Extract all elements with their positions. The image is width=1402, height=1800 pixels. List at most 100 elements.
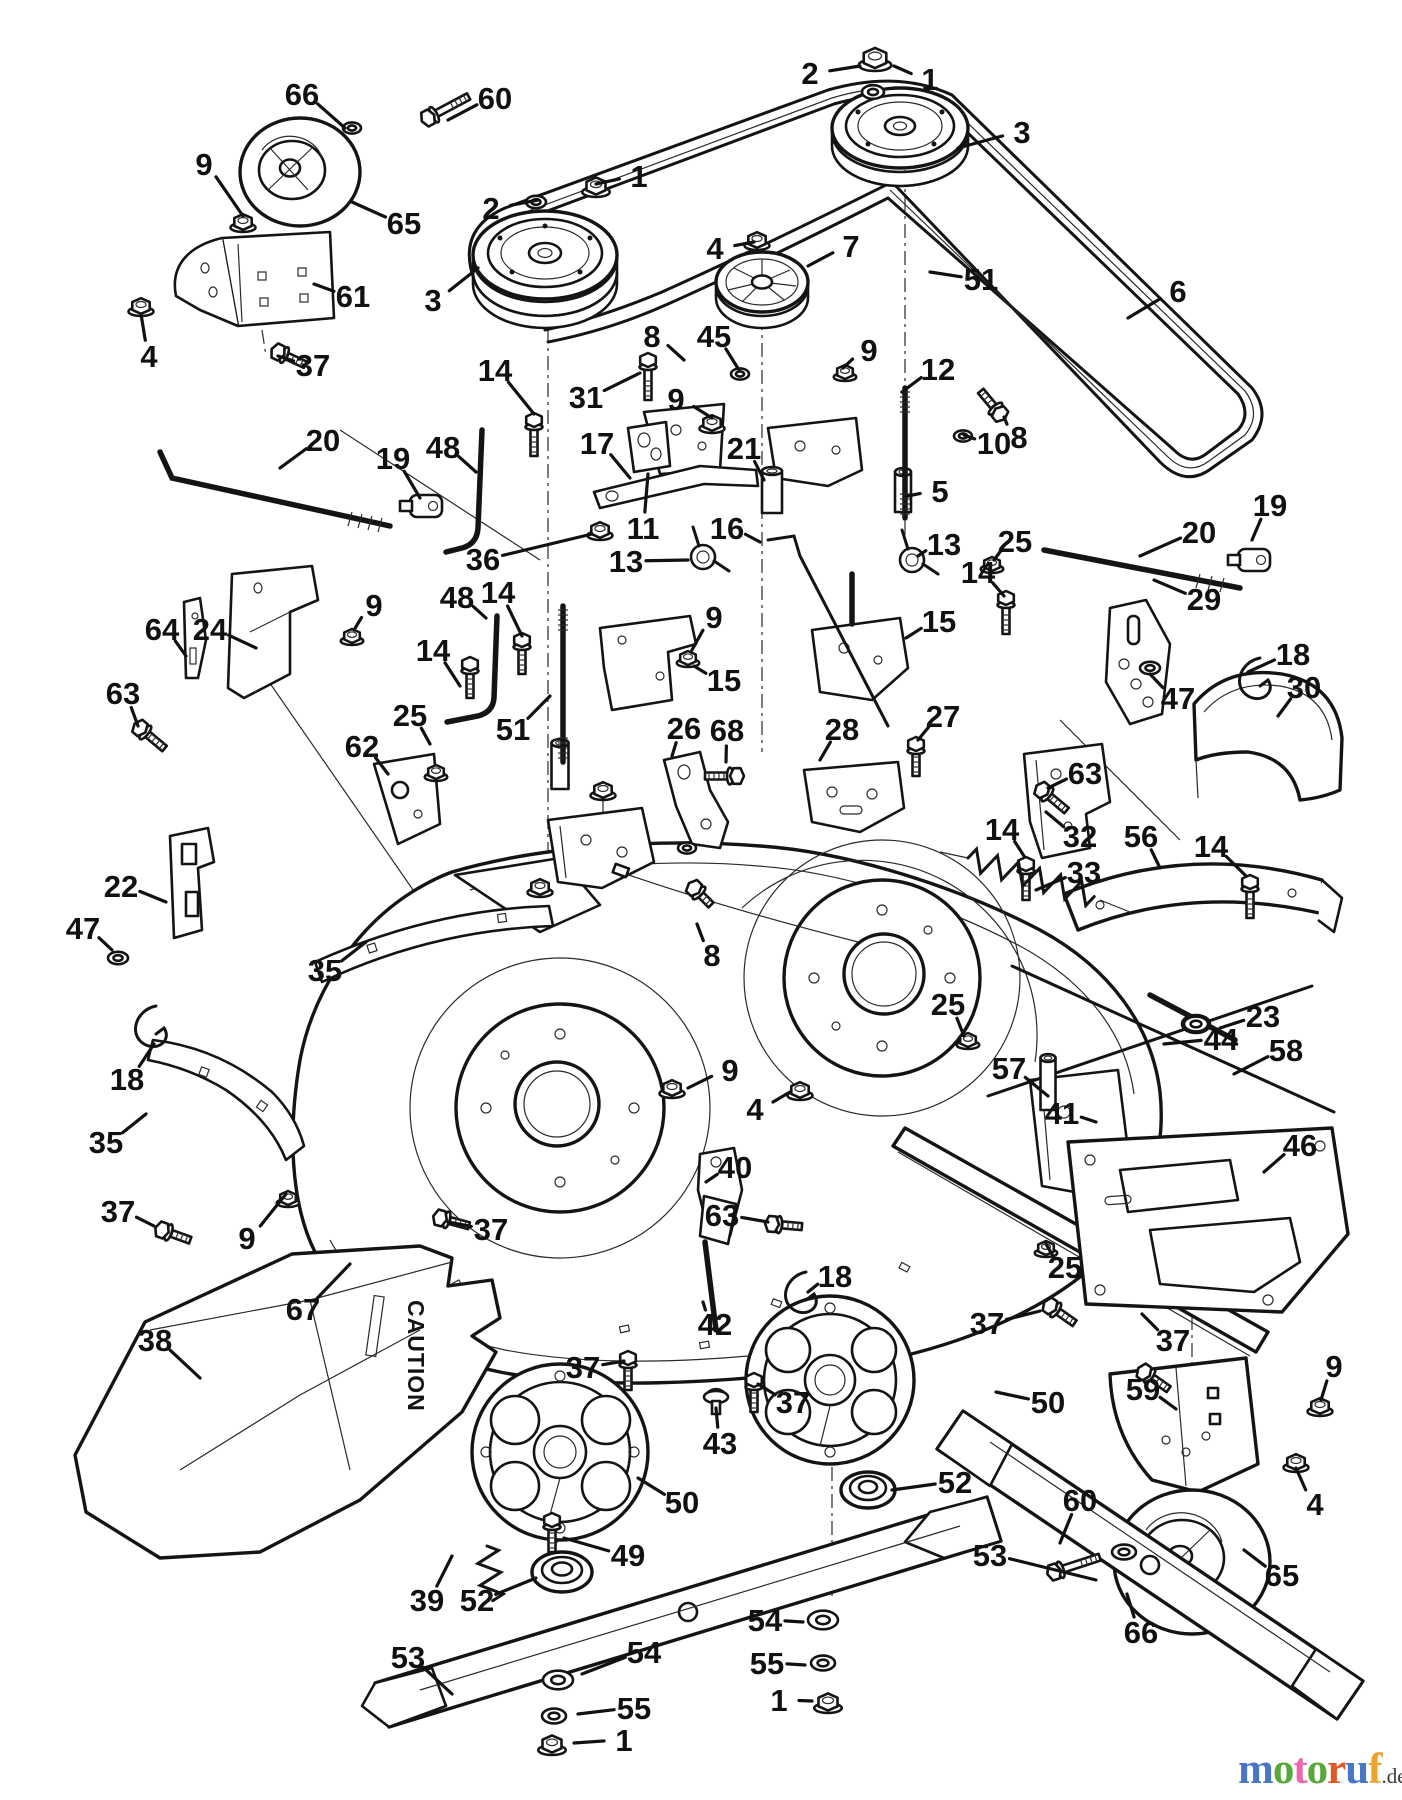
leader-line [1218,1018,1246,1030]
leader-line [704,1172,719,1184]
leader-line [97,936,114,952]
leader-line [1294,1466,1308,1492]
hex-bolt-icon [154,1220,193,1245]
washer-icon [106,950,130,966]
washer-icon [1110,1543,1138,1561]
leader-line [446,103,479,122]
part-number-label: 57 [992,1051,1026,1086]
leader-line [129,705,140,728]
part-number-label: 2 [482,191,499,226]
flange-nut-icon [979,555,1005,575]
trunnion-icon [1226,547,1272,573]
leader-line [1044,810,1066,829]
leader-line [374,756,390,776]
leader-line [701,1300,708,1312]
part-number-label: 1 [630,159,647,194]
leader-line [1319,1379,1329,1402]
part-number-label: 4 [140,339,158,374]
leader-line [137,1042,156,1068]
part-number-label: 8 [643,319,660,354]
part-number-label: 5 [931,474,948,509]
leader-line [562,1536,611,1553]
part-number-label: 40 [718,1150,752,1185]
spacer-icon [760,465,784,515]
leader-line [1140,1312,1160,1332]
flange-nut-icon [812,1692,844,1715]
leader-line [576,1708,616,1716]
gauge-wheel-65-top [238,116,362,228]
leader-line [695,922,705,943]
part-number-label: 50 [1031,1385,1065,1420]
logo-letter: t [1293,1746,1307,1793]
washer-icon [540,1707,568,1725]
part-number-label: 37 [970,1306,1004,1341]
leader-line [818,740,833,762]
leader-line [139,312,147,342]
part-number-label: 9 [365,588,382,623]
flange-nut-icon [536,1734,568,1757]
part-number-label: 8 [1010,420,1027,455]
discharge-chute-38: CAUTION [73,1244,502,1560]
part-number-label: 48 [440,580,474,615]
leader-line [1276,697,1293,718]
part-number-label: 10 [977,426,1011,461]
part-number-label: 11 [627,511,660,546]
flange-nut-icon [1306,1396,1334,1418]
leader-line [906,491,922,498]
caution-text: CAUTION [403,1300,429,1412]
threaded-stud-icon [900,385,910,521]
leader-line [138,889,168,904]
hex-bolt-icon [1135,1362,1172,1394]
part-number-label: 18 [818,1259,852,1294]
washer-icon [1182,1015,1210,1033]
part-number-label: 3 [424,283,441,318]
part-number-label: 9 [195,147,212,182]
part-number-label: 54 [748,1603,783,1638]
part-number-label: 68 [710,713,744,748]
leader-line [828,64,862,73]
leader-line [435,1554,454,1588]
link-26 [662,750,730,850]
part-number-label: 51 [964,262,998,297]
blade-53-right [935,1409,1365,1721]
part-number-label: 36 [466,542,500,577]
part-number-label: 31 [569,380,603,415]
part-number-label: 14 [961,555,996,590]
part-number-label: 53 [973,1538,1007,1573]
flange-nut-icon [675,649,701,669]
j-hook-icon [134,1004,168,1049]
washer-icon [729,367,751,381]
leader-line [1224,854,1248,878]
motoruf-logo[interactable]: motoruf.de [1238,1748,1402,1791]
leader-line [1138,536,1183,558]
part-number-label: 14 [481,575,516,610]
part-number-label: 49 [611,1538,645,1573]
part-number-label: 62 [345,729,379,764]
leader-line [419,726,432,746]
part-number-label: 66 [1124,1615,1158,1650]
part-number-label: 1 [770,1683,787,1718]
part-number-label: 25 [1048,1250,1082,1285]
part-number-label: 48 [426,430,460,465]
part-number-label: 52 [938,1465,972,1500]
part-number-label: 20 [306,423,340,458]
leader-line [447,266,480,293]
part-number-label: 64 [145,612,180,647]
rod-48-upper [443,427,485,555]
part-number-label: 15 [922,604,956,639]
leader-line [1125,1592,1136,1619]
idler-arm-17 [592,464,760,510]
engine-pulley-3-right [830,86,970,188]
leader-line [724,347,741,372]
spring-icon [966,845,1096,909]
part-number-label: 13 [927,527,961,562]
motoruf-logo-letters: motoruf [1238,1746,1383,1793]
brake-arm-29 [1104,598,1172,726]
leader-line [1126,297,1163,320]
part-number-label: 38 [138,1323,172,1358]
leader-line [636,1476,667,1496]
leader-line [506,380,536,416]
leader-line [733,240,756,248]
leader-line [1046,777,1069,790]
